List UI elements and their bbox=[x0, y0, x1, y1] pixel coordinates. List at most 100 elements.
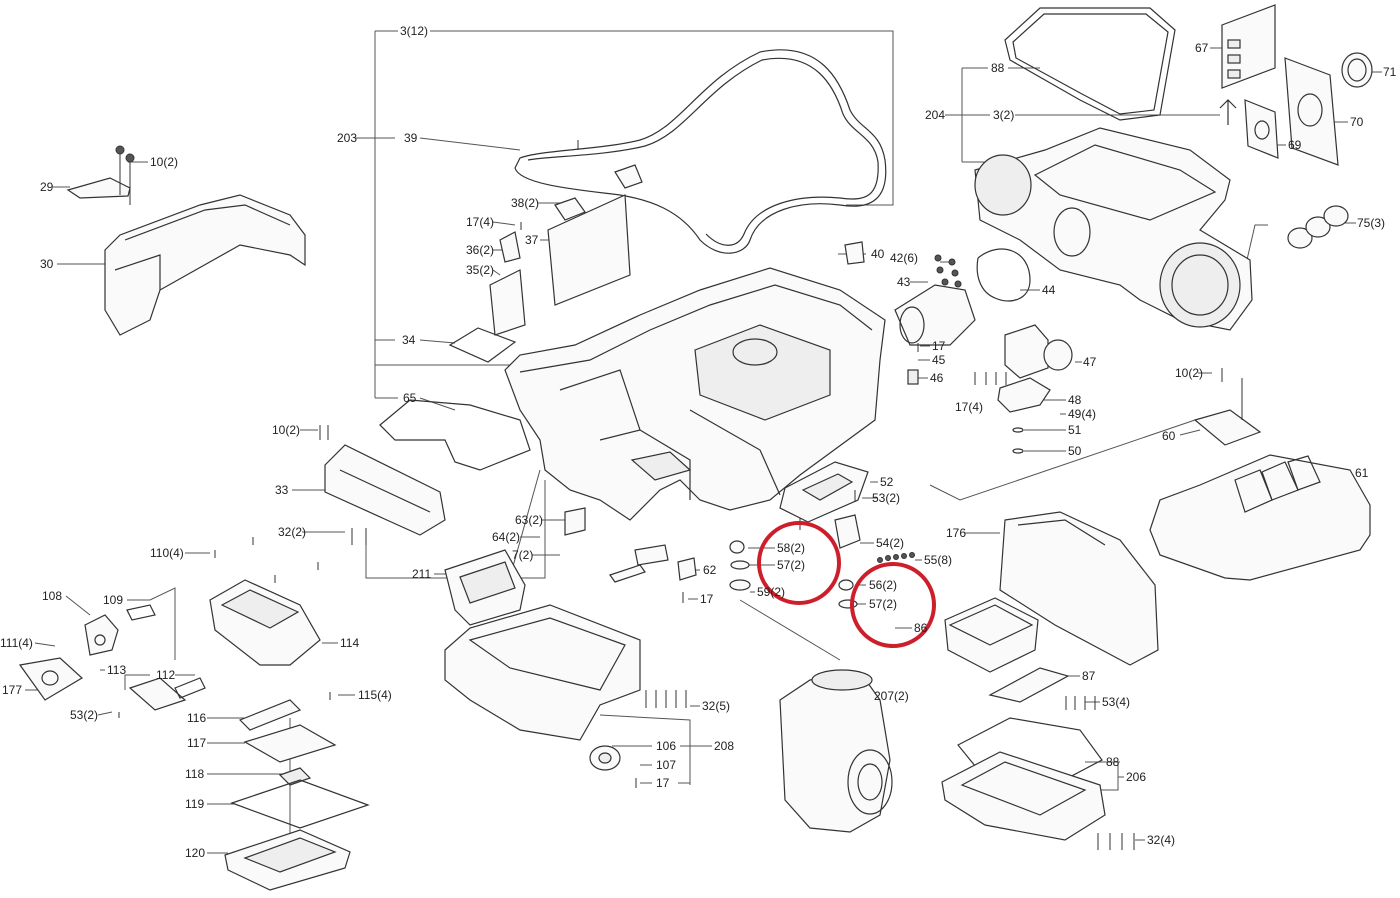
label-62: 62 bbox=[703, 563, 717, 577]
label-33: 33 bbox=[275, 483, 289, 497]
washer-57b bbox=[838, 599, 858, 609]
label-43: 43 bbox=[897, 275, 911, 289]
cover-61 bbox=[1149, 454, 1371, 581]
label-53-2-mid: 53(2) bbox=[872, 491, 900, 505]
label-113: 113 bbox=[107, 663, 126, 677]
label-46: 46 bbox=[930, 371, 944, 385]
tray-206 bbox=[941, 751, 1106, 841]
gasket-113 bbox=[174, 677, 206, 699]
gasket-88-top bbox=[1004, 7, 1176, 121]
washer-59 bbox=[729, 579, 751, 591]
label-39: 39 bbox=[404, 131, 418, 145]
label-61: 61 bbox=[1355, 466, 1369, 480]
label-111-4: 111(4) bbox=[0, 636, 33, 650]
label-207-2: 207(2) bbox=[874, 689, 909, 703]
label-75-3: 75(3) bbox=[1357, 216, 1385, 230]
label-119: 119 bbox=[185, 797, 204, 811]
label-30: 30 bbox=[40, 257, 54, 271]
label-206: 206 bbox=[1126, 770, 1146, 784]
ring-44 bbox=[976, 248, 1031, 302]
label-117: 117 bbox=[187, 736, 206, 750]
part-116 bbox=[238, 699, 302, 731]
ring-71 bbox=[1341, 52, 1373, 88]
label-120: 120 bbox=[185, 846, 205, 860]
label-56-2: 56(2) bbox=[869, 578, 897, 592]
label-40: 40 bbox=[871, 247, 885, 261]
label-53-2-left: 53(2) bbox=[70, 708, 98, 722]
label-57-2-right: 57(2) bbox=[869, 597, 897, 611]
plate-70 bbox=[1284, 57, 1339, 166]
label-51: 51 bbox=[1068, 423, 1082, 437]
washer-56 bbox=[838, 579, 854, 591]
bracket-29 bbox=[66, 177, 131, 199]
label-38-2: 38(2) bbox=[511, 196, 539, 210]
label-32-5: 32(5) bbox=[702, 699, 730, 713]
label-109: 109 bbox=[103, 593, 123, 607]
label-17-center: 17 bbox=[932, 339, 946, 353]
label-60: 60 bbox=[1162, 429, 1176, 443]
board-117 bbox=[243, 724, 337, 763]
label-115-4: 115(4) bbox=[358, 688, 392, 702]
label-86: 86 bbox=[914, 621, 928, 635]
label-34: 34 bbox=[402, 333, 416, 347]
label-3-2: 3(2) bbox=[993, 108, 1014, 122]
gasket-119 bbox=[230, 779, 370, 829]
label-44: 44 bbox=[1042, 283, 1056, 297]
label-116: 116 bbox=[187, 711, 206, 725]
bracket-48 bbox=[997, 377, 1051, 413]
label-203: 203 bbox=[337, 131, 357, 145]
label-88-top: 88 bbox=[991, 61, 1005, 75]
label-17-lower: 17 bbox=[700, 592, 714, 606]
label-37: 37 bbox=[525, 233, 539, 247]
label-17-4-mid: 17(4) bbox=[955, 400, 983, 414]
part-63 bbox=[564, 507, 586, 536]
washer-57a bbox=[730, 560, 750, 570]
label-118: 118 bbox=[185, 767, 204, 781]
label-53-4: 53(4) bbox=[1102, 695, 1130, 709]
label-108: 108 bbox=[42, 589, 62, 603]
label-57-2-left: 57(2) bbox=[777, 558, 805, 572]
main-chassis bbox=[504, 267, 886, 521]
label-114: 114 bbox=[340, 636, 359, 650]
cover-33 bbox=[324, 444, 446, 536]
part-46 bbox=[907, 369, 919, 385]
label-208: 208 bbox=[714, 739, 734, 753]
housing-176 bbox=[999, 511, 1159, 666]
label-55-8: 55(8) bbox=[924, 553, 952, 567]
part-54 bbox=[834, 514, 861, 549]
label-10-2-top: 10(2) bbox=[150, 155, 178, 169]
part-112 bbox=[128, 677, 187, 711]
label-59-2: 59(2) bbox=[757, 585, 785, 599]
leader-lines bbox=[25, 30, 1382, 854]
gasket-39 bbox=[514, 49, 887, 254]
label-87: 87 bbox=[1082, 669, 1096, 683]
cover-30 bbox=[104, 194, 306, 336]
callout-labels: 3(12) 203 39 67 71 88 204 3(2) 70 69 10(… bbox=[0, 24, 1397, 860]
gasket-109 bbox=[126, 604, 156, 621]
label-10-2-right: 10(2) bbox=[1175, 366, 1203, 380]
bearing-43 bbox=[894, 284, 976, 346]
label-54-2: 54(2) bbox=[876, 536, 904, 550]
part-62 bbox=[677, 557, 697, 581]
board-67 bbox=[1221, 4, 1276, 89]
cover-177 bbox=[18, 657, 84, 701]
label-36-2: 36(2) bbox=[466, 243, 494, 257]
label-48: 48 bbox=[1068, 393, 1082, 407]
label-47: 47 bbox=[1083, 355, 1097, 369]
label-69: 69 bbox=[1288, 138, 1302, 152]
label-58-2-left: 58(2) bbox=[777, 541, 805, 555]
gasket-65 bbox=[379, 399, 531, 471]
label-71: 71 bbox=[1383, 65, 1397, 79]
label-17-bottom: 17 bbox=[656, 776, 670, 790]
label-112: 112 bbox=[156, 668, 175, 682]
label-204: 204 bbox=[925, 108, 945, 122]
label-49-4: 49(4) bbox=[1068, 407, 1096, 421]
label-45: 45 bbox=[932, 353, 946, 367]
label-42-6: 42(6) bbox=[890, 251, 918, 265]
label-32-4: 32(4) bbox=[1147, 833, 1175, 847]
label-211: 211 bbox=[412, 567, 431, 581]
parts bbox=[18, 4, 1373, 891]
washer-58a bbox=[729, 540, 745, 554]
label-3-12: 3(12) bbox=[400, 24, 428, 38]
